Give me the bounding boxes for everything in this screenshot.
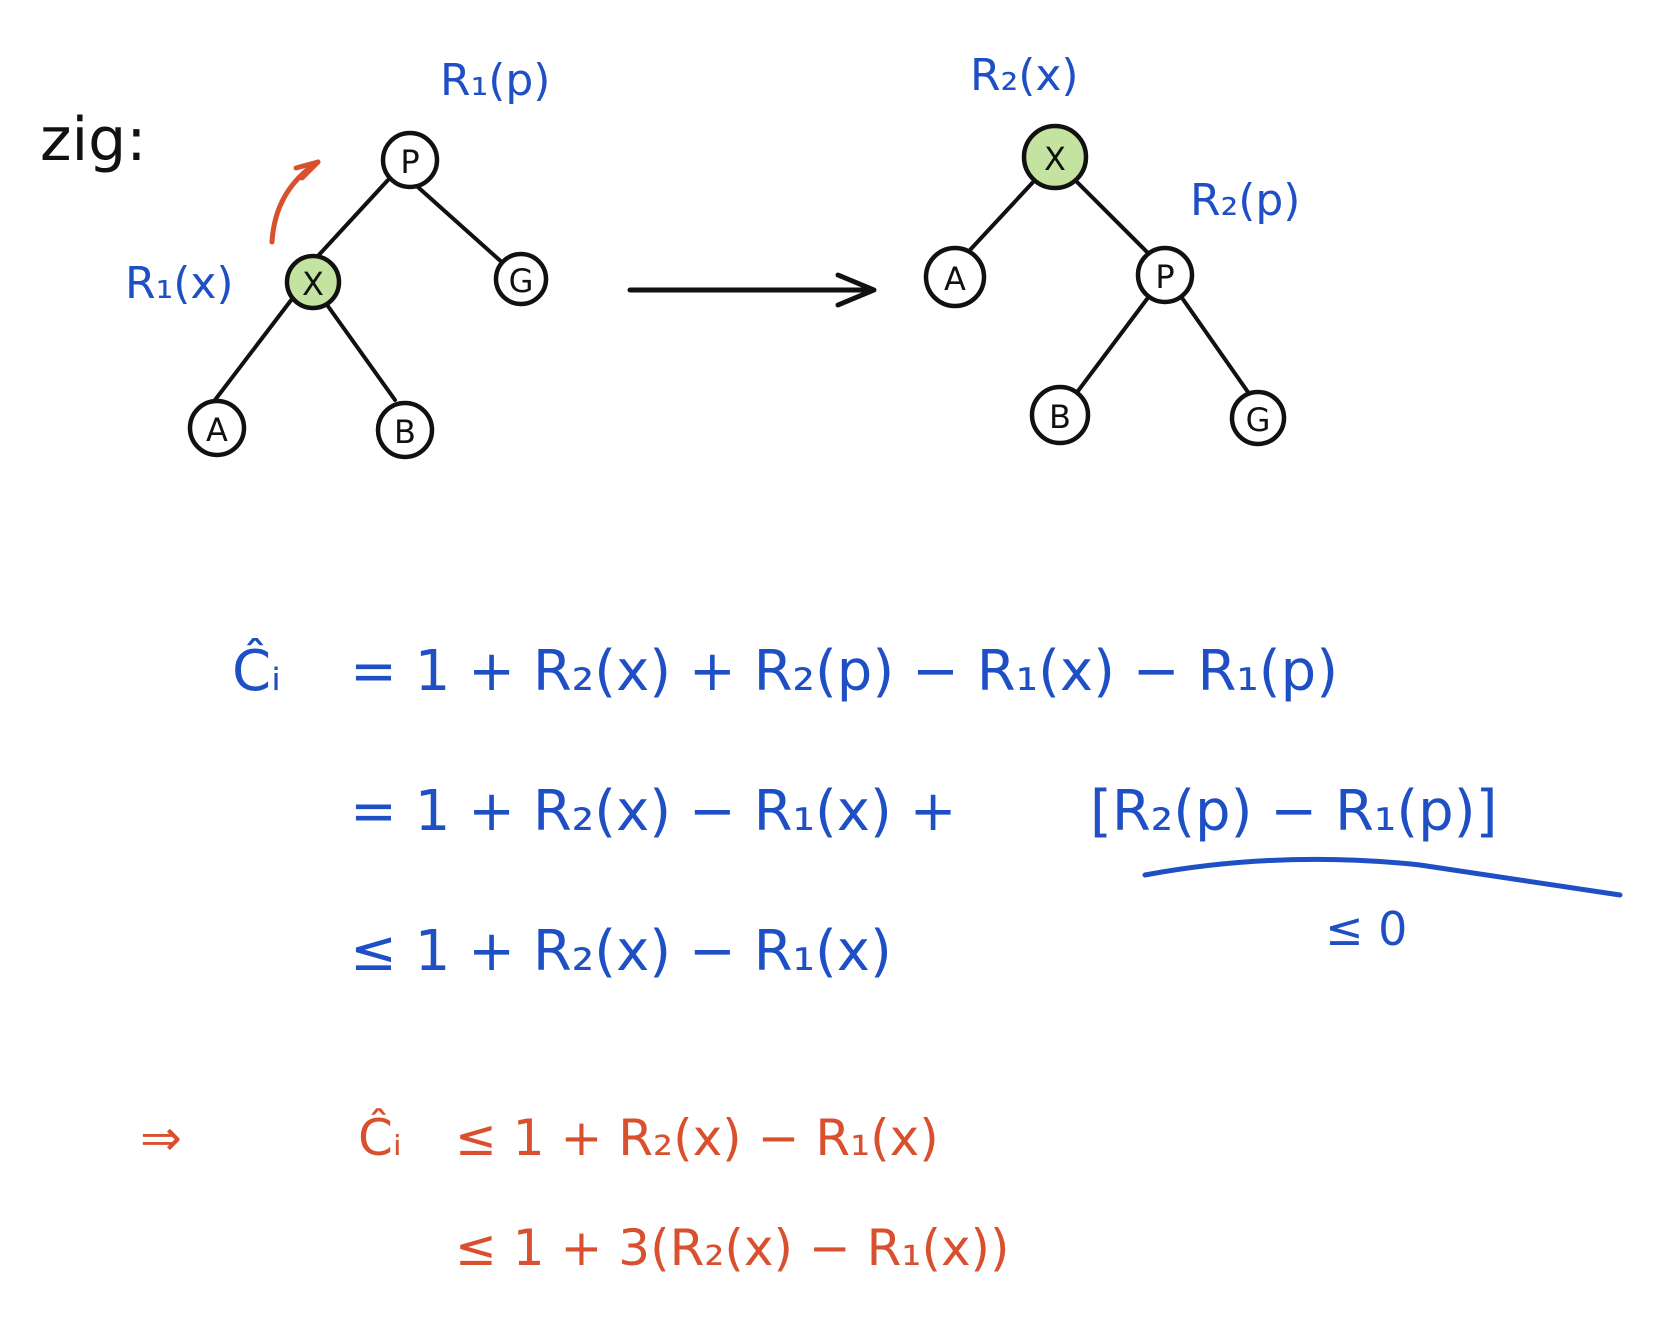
title-zig: zig: <box>40 105 146 175</box>
rotate-arrow-icon <box>269 159 321 245</box>
underbrace-icon <box>1142 856 1623 898</box>
edge-p-g <box>1178 293 1252 397</box>
node-b <box>375 400 435 460</box>
conclusion-line2: ≤ 1 + 3(R₂(x) − R₁(x)) <box>455 1219 1010 1277</box>
node-a-label: A <box>206 411 228 449</box>
eq3: ≤ 1 + R₂(x) − R₁(x) <box>350 919 892 984</box>
node-g <box>1229 389 1287 447</box>
node-x-highlighted <box>1021 123 1089 191</box>
edge-p-g <box>408 178 507 267</box>
transform-arrow-icon <box>627 272 877 308</box>
edge-x-a <box>213 293 297 402</box>
edge-p-b <box>1073 293 1152 397</box>
node-g <box>493 251 549 307</box>
eq1-rhs: = 1 + R₂(x) + R₂(p) − R₁(x) − R₁(p) <box>350 639 1338 704</box>
implies-icon: ⇒ <box>140 1109 182 1167</box>
edge-x-a <box>968 178 1037 252</box>
label-r2-p: R₂(p) <box>1190 175 1300 226</box>
edge-x-p <box>1073 178 1152 257</box>
node-a-label: A <box>944 260 966 298</box>
eq2-bracket: [R₂(p) − R₁(p)] <box>1090 779 1497 844</box>
node-p-label: P <box>400 143 419 181</box>
before-tree: P X G A B R₁(p) R₁(x) <box>125 55 550 460</box>
node-a <box>923 245 987 309</box>
node-x-label: X <box>1044 140 1066 178</box>
eq1-lhs: Ĉᵢ <box>232 639 281 704</box>
node-b <box>1029 384 1091 446</box>
edge-x-b <box>318 293 397 402</box>
rotate-arrowhead-icon <box>293 159 321 181</box>
node-g-label: G <box>1246 401 1271 439</box>
label-r1-p: R₁(p) <box>440 55 550 106</box>
after-tree: X A P B G R₂(x) R₂(p) <box>923 50 1300 447</box>
node-p-label: P <box>1155 258 1174 296</box>
brace-note: ≤ 0 <box>1325 902 1407 956</box>
amortized-cost-derivation: Ĉᵢ = 1 + R₂(x) + R₂(p) − R₁(x) − R₁(p) =… <box>232 639 1623 984</box>
conclusion-line1: ≤ 1 + R₂(x) − R₁(x) <box>455 1109 939 1167</box>
node-p <box>1135 245 1195 305</box>
label-r2-x: R₂(x) <box>970 50 1079 101</box>
node-b-label: B <box>394 413 416 451</box>
node-p <box>380 130 440 190</box>
node-g-label: G <box>509 262 534 300</box>
label-r1-x: R₁(x) <box>125 258 234 309</box>
node-a <box>187 398 247 458</box>
node-x-label: X <box>302 265 324 303</box>
node-b-label: B <box>1049 398 1071 436</box>
eq2-prefix: = 1 + R₂(x) − R₁(x) + <box>350 779 957 844</box>
conclusion-lhs: Ĉᵢ <box>358 1108 402 1167</box>
node-x-highlighted <box>284 253 342 311</box>
conclusion: ⇒ Ĉᵢ ≤ 1 + R₂(x) − R₁(x) ≤ 1 + 3(R₂(x) −… <box>140 1108 1010 1277</box>
